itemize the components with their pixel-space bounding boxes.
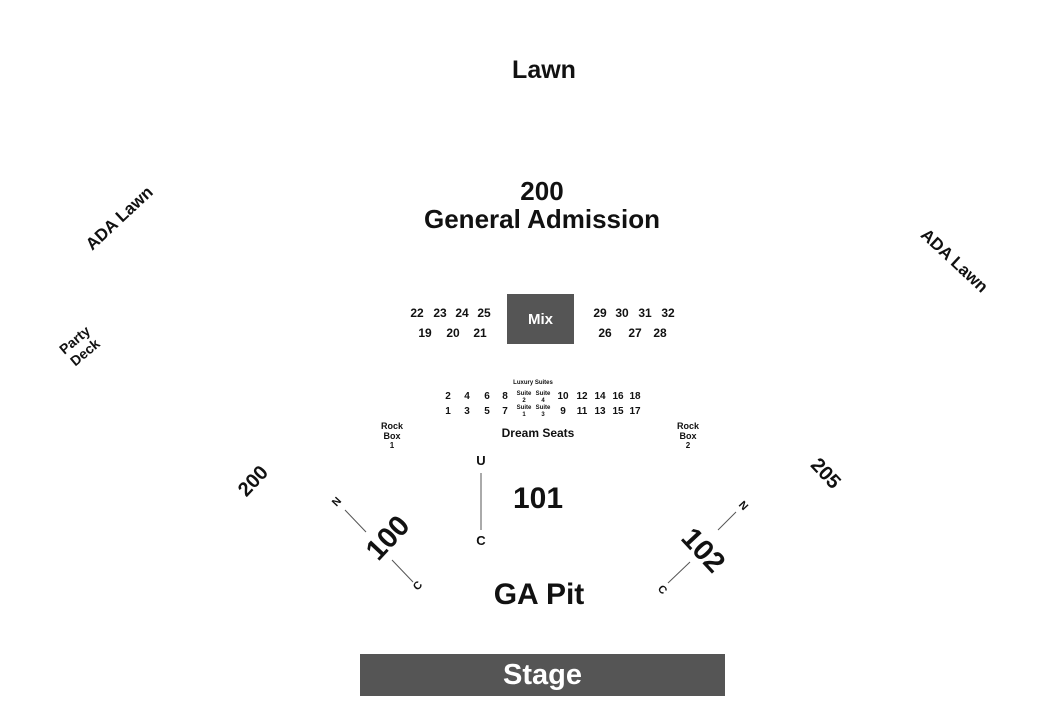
box-22[interactable]: 22 xyxy=(410,306,424,320)
rock-box-2-line1: Rock xyxy=(676,421,699,431)
box-25[interactable]: 25 xyxy=(477,306,491,320)
box-19[interactable]: 19 xyxy=(418,326,432,340)
stage: Stage xyxy=(360,654,725,696)
box-32[interactable]: 32 xyxy=(661,306,675,320)
luxury-suites-label: Luxury Suites xyxy=(513,380,553,386)
aisle-line-102-bottom xyxy=(667,561,691,584)
box-6[interactable]: 6 xyxy=(484,391,490,402)
box-15[interactable]: 15 xyxy=(612,406,624,417)
aisle-line-100-bottom xyxy=(391,559,414,583)
aisle-line-100-top xyxy=(344,509,367,533)
box-5[interactable]: 5 xyxy=(484,406,490,417)
box-11[interactable]: 11 xyxy=(576,406,588,417)
suite-1-number: 1 xyxy=(522,412,526,418)
lawn-label[interactable]: Lawn xyxy=(512,56,576,84)
suite-4-number: 4 xyxy=(541,398,545,404)
box-13[interactable]: 13 xyxy=(594,406,606,417)
box-16[interactable]: 16 xyxy=(612,391,624,402)
rock-box-1-number: 1 xyxy=(389,441,395,450)
box-26[interactable]: 26 xyxy=(598,326,612,340)
rock-box-1[interactable]: Rock Box 1 xyxy=(372,421,412,451)
rock-box-1-line2: Box xyxy=(383,431,401,441)
suite-1[interactable]: Suite 1 xyxy=(517,405,532,419)
general-admission-label[interactable]: General Admission xyxy=(424,204,660,234)
suite-2[interactable]: Suite 2 xyxy=(517,391,532,405)
box-12[interactable]: 12 xyxy=(576,391,588,402)
rock-box-2-line2: Box xyxy=(679,431,697,441)
box-28[interactable]: 28 xyxy=(653,326,667,340)
suite-4-label: Suite xyxy=(535,391,551,397)
general-admission-section-number[interactable]: 200 xyxy=(520,176,564,206)
box-17[interactable]: 17 xyxy=(629,406,641,417)
suite-3-number: 3 xyxy=(541,412,545,418)
box-7[interactable]: 7 xyxy=(502,406,508,417)
aisle-c-101: C xyxy=(476,533,486,548)
box-31[interactable]: 31 xyxy=(638,306,652,320)
rock-box-1-line1: Rock xyxy=(380,421,403,431)
suite-2-number: 2 xyxy=(522,398,526,404)
box-21[interactable]: 21 xyxy=(473,326,487,340)
suite-1-label: Suite xyxy=(516,405,532,411)
aisle-line-102-top xyxy=(717,511,737,531)
box-20[interactable]: 20 xyxy=(446,326,460,340)
ga-pit[interactable]: GA Pit xyxy=(493,578,585,611)
rock-box-2[interactable]: Rock Box 2 xyxy=(668,421,708,451)
box-9[interactable]: 9 xyxy=(560,406,566,417)
box-8[interactable]: 8 xyxy=(502,391,508,402)
dream-seats-label[interactable]: Dream Seats xyxy=(501,426,575,440)
box-3[interactable]: 3 xyxy=(464,406,470,417)
suite-3-label: Suite xyxy=(535,405,551,411)
box-27[interactable]: 27 xyxy=(628,326,642,340)
suite-2-label: Suite xyxy=(516,391,532,397)
box-24[interactable]: 24 xyxy=(455,306,469,320)
box-2[interactable]: 2 xyxy=(445,391,451,402)
box-23[interactable]: 23 xyxy=(433,306,447,320)
rock-box-2-number: 2 xyxy=(685,441,691,450)
box-18[interactable]: 18 xyxy=(629,391,641,402)
box-1[interactable]: 1 xyxy=(445,406,451,417)
mix-booth[interactable]: Mix xyxy=(507,294,574,344)
suite-4[interactable]: Suite 4 xyxy=(536,391,551,405)
section-101[interactable]: 101 xyxy=(512,482,564,515)
box-4[interactable]: 4 xyxy=(464,391,470,402)
suite-3[interactable]: Suite 3 xyxy=(536,405,551,419)
box-29[interactable]: 29 xyxy=(593,306,607,320)
box-30[interactable]: 30 xyxy=(615,306,629,320)
aisle-u-101: U xyxy=(476,453,486,468)
box-10[interactable]: 10 xyxy=(557,391,569,402)
box-14[interactable]: 14 xyxy=(594,391,606,402)
